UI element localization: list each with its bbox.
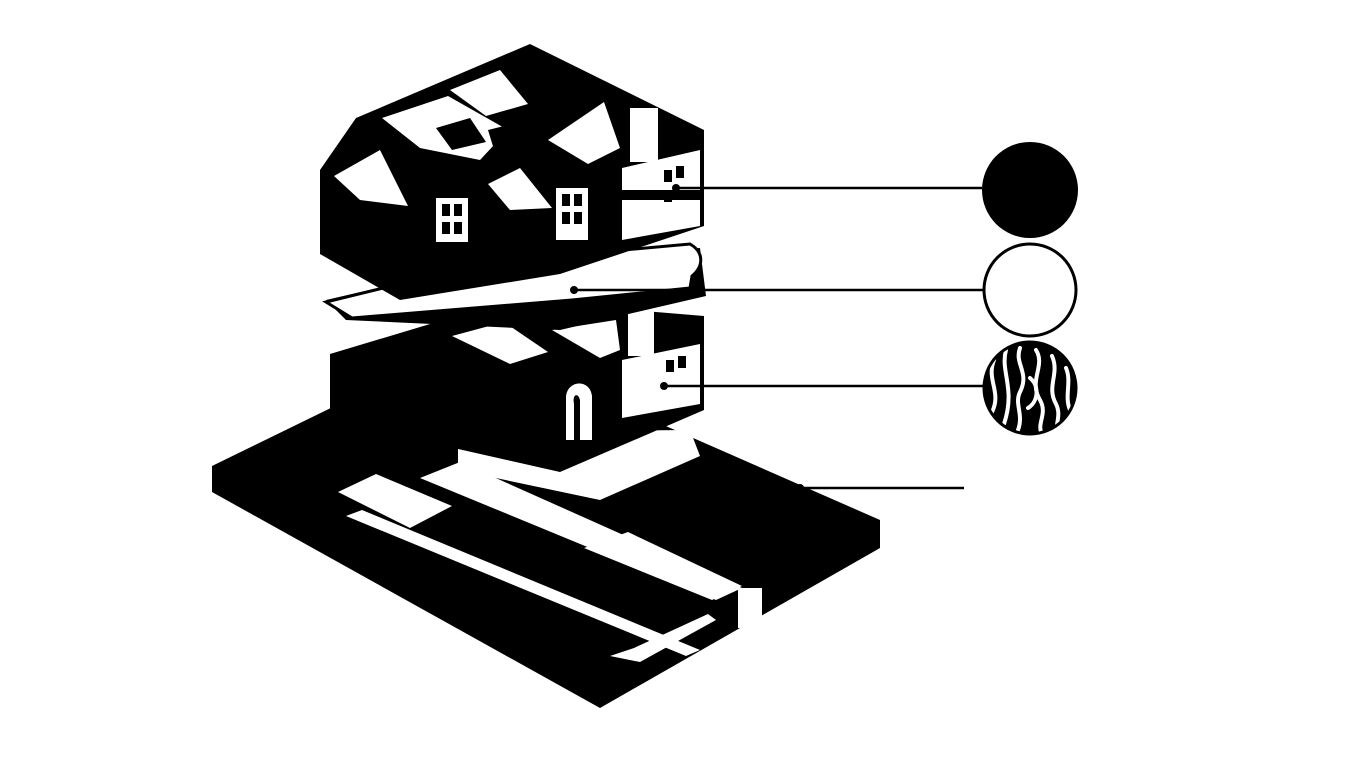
lower-floor-window-pane-b (678, 356, 686, 368)
legend-swatch-solid-black (982, 142, 1078, 238)
legend (982, 142, 1078, 434)
upper-floor-window-column (630, 108, 658, 162)
upper-floor-band (622, 190, 702, 200)
upper-floor-pane-b (676, 166, 684, 178)
upper-floor-window-left (436, 198, 468, 242)
leader-dot-1 (672, 184, 680, 192)
leader-dot-3 (660, 382, 668, 390)
upper-floor-window-mid (556, 188, 588, 240)
legend-swatch-wood-grain (984, 342, 1076, 434)
leader-dot-4 (796, 484, 804, 492)
base-notch (738, 588, 762, 628)
upper-floor-pane-a (664, 170, 672, 182)
leader-dot-2 (570, 286, 578, 294)
lower-floor-window-pane-a (666, 360, 674, 372)
legend-swatch-solid-white (984, 244, 1076, 336)
